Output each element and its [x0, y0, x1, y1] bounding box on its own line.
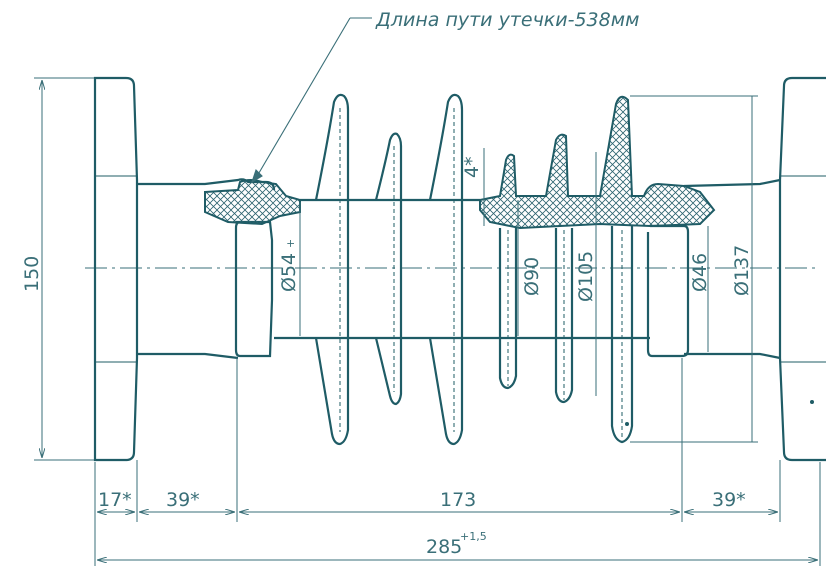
left-cement-hatch	[204, 179, 301, 226]
diam-137-label: Ø137	[731, 245, 753, 296]
shed-large-1	[314, 93, 350, 446]
dim-total: 285	[426, 536, 462, 558]
marker-dot	[810, 400, 814, 404]
diam-54-tolerance: +	[284, 239, 297, 248]
right-sheds-lower	[498, 226, 634, 444]
left-flange	[93, 76, 139, 462]
right-flange	[778, 76, 826, 462]
dim-body: 173	[440, 489, 476, 511]
dim-total-tolerance: +1,5	[460, 530, 487, 543]
shed-gap-label: 4*	[461, 156, 483, 178]
height-dimension	[34, 77, 94, 461]
dim-left-flange: 17*	[98, 489, 132, 511]
extension-lines	[94, 358, 821, 566]
leakage-note: Длина пути утечки-538мм	[375, 9, 639, 31]
diameter-dim-lines	[299, 95, 758, 443]
dim-right-fitting: 39*	[712, 489, 746, 511]
diam-54-label: Ø54	[278, 253, 300, 292]
diam-90-label: Ø90	[521, 257, 543, 296]
diam-105-label: Ø105	[575, 251, 597, 302]
leakage-leader	[251, 17, 372, 184]
shed-small-1	[374, 132, 403, 406]
shed-large-2	[428, 93, 464, 446]
height-label: 150	[21, 256, 43, 292]
marker-dot-shed	[625, 422, 629, 426]
diam-46-label: Ø46	[689, 253, 711, 292]
dim-left-fitting: 39*	[166, 489, 200, 511]
right-cement-hatch	[479, 95, 716, 230]
